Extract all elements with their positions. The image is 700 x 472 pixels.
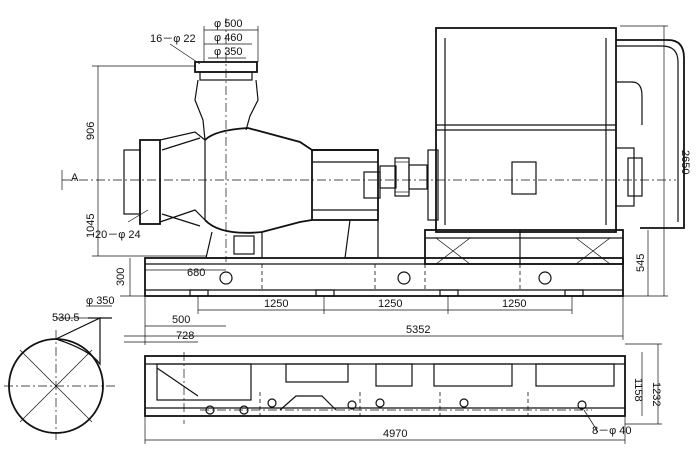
label-phi350-top: φ 350	[214, 46, 243, 58]
label-1158: 1158	[632, 378, 644, 402]
label-500: 500	[172, 314, 190, 326]
dimension-lines	[56, 25, 668, 444]
dimension-labels: 16－φ 22 φ 500 φ 460 φ 350 906 1045 20－φ …	[52, 18, 691, 440]
motor	[427, 27, 685, 233]
label-4970: 4970	[383, 428, 407, 440]
label-1045: 1045	[85, 214, 97, 238]
label-1250-c: 1250	[502, 298, 526, 310]
coupling	[379, 157, 428, 197]
label-5352: 5352	[406, 324, 430, 336]
label-1250-a: 1250	[264, 298, 288, 310]
label-phi500: φ 500	[214, 18, 243, 30]
label-bolts-base: 8－φ 40	[592, 425, 632, 437]
label-680: 680	[187, 267, 205, 279]
label-728: 728	[176, 330, 194, 342]
label-300: 300	[115, 268, 127, 286]
pump-body	[123, 61, 381, 259]
label-phi460: φ 460	[214, 32, 243, 44]
base-frame-side	[144, 229, 624, 297]
volute-section	[4, 317, 116, 440]
label-530-5: 530.5	[52, 312, 80, 324]
label-906: 906	[85, 122, 97, 140]
label-2650: 2650	[679, 150, 691, 174]
label-1232: 1232	[650, 382, 662, 406]
label-545: 545	[635, 254, 647, 272]
label-bolts-top: 16－φ 22	[150, 33, 196, 45]
label-section-a: A	[71, 172, 79, 184]
base-frame-plan	[144, 352, 626, 424]
label-phi350-volute: φ 350	[86, 295, 115, 307]
label-bolts-side: 20－φ 24	[95, 229, 141, 241]
center-lines	[62, 18, 676, 262]
label-1250-b: 1250	[378, 298, 402, 310]
